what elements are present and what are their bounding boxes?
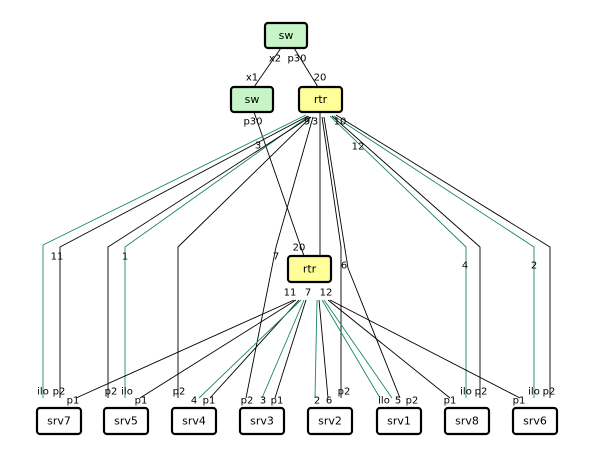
port-label: p2 [475, 387, 488, 398]
link-rtr-srv4 [177, 116, 312, 398]
link-rtr-srv7 [59, 115, 309, 398]
link-rtrmid-srv1b-green [323, 299, 393, 399]
port-label: 6 [326, 396, 332, 407]
node-label: srv5 [114, 415, 138, 428]
port-label: x2 [269, 54, 281, 65]
link-rtr-srv2 [321, 116, 342, 398]
link-rtrmid-srv4-green [198, 299, 302, 399]
link-rtrmid-srv3-green [261, 299, 305, 399]
node-label: rtr [303, 263, 317, 276]
node-label: srv1 [387, 415, 411, 428]
port-label: 4 [462, 261, 468, 272]
link-rtr-srv5 [107, 116, 311, 398]
node-label: srv4 [182, 415, 206, 428]
port-label: p1 [135, 396, 148, 407]
port-label: p2 [406, 396, 419, 407]
link-rtr-srv8-green [329, 115, 467, 398]
node-srv2[interactable]: srv2 [306, 406, 354, 436]
node-srv3[interactable]: srv3 [238, 406, 286, 436]
node-rtr-top[interactable]: rtr [297, 85, 344, 114]
port-label: p30 [243, 117, 262, 128]
port-label: ilo [528, 387, 540, 398]
port-label: 7 [273, 252, 279, 263]
port-label: p2 [338, 387, 351, 398]
port-label: ilo [121, 387, 133, 398]
port-label: 5 [395, 396, 401, 407]
link-sw-top-sw-mid [253, 47, 282, 88]
node-label: rtr [314, 93, 328, 106]
node-label: sw [279, 29, 294, 42]
port-label: 11 [51, 252, 64, 263]
port-label: ilo [37, 387, 49, 398]
port-label: 3 [312, 117, 318, 128]
node-srv5[interactable]: srv5 [102, 406, 150, 436]
node-srv4[interactable]: srv4 [170, 406, 218, 436]
port-label: p1 [67, 396, 80, 407]
port-label: p1 [513, 396, 526, 407]
port-label: p2 [105, 387, 118, 398]
port-label: 12 [320, 288, 333, 299]
node-srv6[interactable]: srv6 [511, 406, 559, 436]
link-rtr-srv7-green [42, 114, 307, 398]
link-rtrmid-srv2-green [314, 299, 318, 399]
port-label: 3 [255, 141, 261, 152]
port-label: 2 [531, 261, 537, 272]
port-label: p2 [241, 396, 254, 407]
port-label: 4 [191, 396, 197, 407]
link-sw-mid-rtr-mid [253, 111, 305, 257]
port-label: ilo [378, 396, 390, 407]
node-label: srv6 [523, 415, 547, 428]
link-rtr-srv6 [335, 114, 551, 398]
node-rtr-mid[interactable]: rtr [286, 254, 333, 284]
node-label: sw [245, 93, 260, 106]
port-label: x1 [246, 73, 258, 84]
link-rtrmid-srv8 [327, 299, 451, 399]
port-label: 9 [304, 117, 310, 128]
port-label: 11 [284, 288, 297, 299]
port-label: 7 [305, 288, 311, 299]
link-rtrmid-srv3 [274, 299, 307, 399]
port-labels: x2 p30 x1 20 p30 9 3 10 3 12 11 1 7 20 6… [37, 54, 555, 407]
link-rtr-srv8 [331, 115, 481, 398]
link-rtrmid-srv5 [139, 299, 297, 399]
port-label: p1 [271, 396, 284, 407]
port-label: 20 [314, 73, 327, 84]
link-rtrmid-srv7 [75, 299, 295, 399]
node-label: srv8 [455, 415, 479, 428]
node-label: srv2 [318, 415, 342, 428]
port-label: 2 [314, 396, 320, 407]
port-label: 10 [334, 117, 347, 128]
link-rtrmid-srv1-green [321, 299, 381, 399]
link-rtr-srv6-green [333, 115, 535, 398]
port-label: 12 [352, 142, 365, 153]
node-srv8[interactable]: srv8 [443, 406, 491, 436]
port-label: ilo [460, 387, 472, 398]
port-label: 3 [260, 396, 266, 407]
port-label: 1 [122, 252, 128, 263]
port-label: p30 [287, 54, 306, 65]
port-label: p2 [543, 387, 556, 398]
link-rtr-srv1 [323, 116, 401, 399]
port-label: 20 [293, 243, 306, 254]
port-label: p1 [203, 396, 216, 407]
link-rtrmid-srv2 [318, 299, 329, 399]
links [42, 47, 551, 399]
port-label: 6 [341, 261, 347, 272]
node-label: srv7 [47, 415, 71, 428]
node-sw-top[interactable]: sw [263, 21, 309, 50]
node-srv1[interactable]: srv1 [375, 406, 423, 436]
node-sw-mid[interactable]: sw [229, 85, 275, 114]
link-sw-top-rtr-top [293, 47, 319, 88]
node-srv7[interactable]: srv7 [35, 406, 83, 436]
node-label: srv3 [250, 415, 274, 428]
port-label: p2 [53, 387, 66, 398]
port-label: p2 [173, 387, 186, 398]
link-rtrmid-srv6 [329, 299, 521, 399]
link-rtr-srv5-green [124, 115, 310, 398]
port-label: p1 [444, 396, 457, 407]
